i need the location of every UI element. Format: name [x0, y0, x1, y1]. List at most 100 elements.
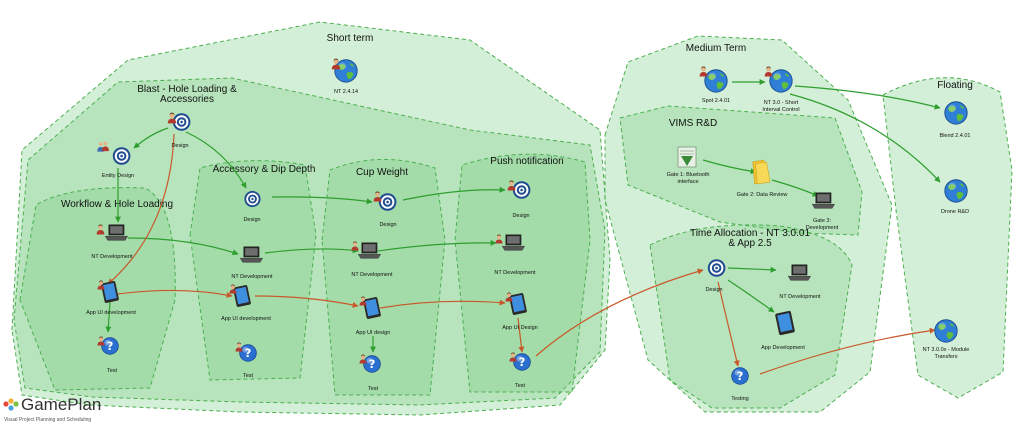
- help-icon: [731, 367, 749, 385]
- logo-name: GamePlan: [21, 395, 101, 414]
- node-label-gate3-line2: Development: [806, 225, 839, 231]
- node-label-acc-nt-dev: NT Development: [231, 274, 273, 280]
- globe-icon: [769, 69, 793, 93]
- target-icon: [244, 190, 261, 208]
- node-label-gate2: Gate 2: Data Review: [737, 192, 788, 198]
- node-label-gate1-line1: Gate 1: Bluetooth: [667, 172, 710, 178]
- laptop-icon: [787, 264, 811, 281]
- group-push: [454, 153, 591, 393]
- node-label-ta-design: Design: [705, 287, 722, 293]
- laptop-icon: [239, 246, 263, 263]
- edge-blast-to-entity: [133, 127, 169, 149]
- group-title-push: Push notification: [490, 156, 563, 167]
- group-title-accessory: Accessory & Dip Depth: [213, 164, 316, 175]
- node-label-wf-test: Test: [107, 368, 118, 374]
- node-label-cup-design: Design: [379, 222, 396, 228]
- group-title-blast-line1: Blast - Hole Loading &: [137, 84, 237, 95]
- edge-blast-to-acc-design: [185, 131, 247, 189]
- laptop-icon: [357, 242, 381, 259]
- node-label-nt30x-line2: Transfers: [934, 354, 957, 360]
- edge-ta-design-to-nt-dev: [727, 266, 777, 273]
- help-icon: [101, 337, 119, 355]
- group-title-vims: VIMS R&D: [669, 118, 717, 129]
- target-icon: [512, 181, 531, 199]
- node-label-spot: Spot 2.4.01: [702, 98, 730, 104]
- edge-nt30-to-blend: [794, 85, 941, 110]
- node-label-push-nt-dev: NT Development: [494, 270, 536, 276]
- group-title-workflow: Workflow & Hole Loading: [61, 199, 173, 210]
- group-blast: [13, 77, 606, 406]
- globe-icon: [944, 179, 968, 203]
- node-label-blend: Blend 2.4.01: [940, 133, 971, 139]
- node-label-entity-design: Entity Design: [102, 173, 134, 179]
- edge-acc-app-to-cup-app: [254, 295, 359, 308]
- edge-wf-app-to-acc-app: [117, 289, 233, 298]
- edge-gate2-to-gate3: [771, 179, 819, 197]
- logo-tagline: Visual Project Planning and Scheduling: [4, 417, 91, 423]
- target-icon: [707, 259, 726, 277]
- node-label-nt30-line1: NT 3.0 - Short: [764, 100, 799, 106]
- node-label-cup-test: Test: [368, 386, 379, 392]
- globe-icon: [944, 101, 968, 125]
- edge-acc-nt-to-cup-nt: [264, 247, 359, 254]
- node-label-wf-app-ui: App UI development: [86, 310, 136, 316]
- edge-blast-to-wf-app-ui: [107, 133, 175, 285]
- group-vims: [619, 105, 863, 236]
- group-time-allocation: [649, 224, 853, 409]
- document-icon: [677, 146, 697, 168]
- group-short-term: [11, 21, 611, 416]
- group-title-floating: Floating: [937, 80, 973, 91]
- laptop-icon: [811, 192, 835, 209]
- node-label-drone: Drone R&D: [941, 209, 969, 215]
- group-title-time-allocation-line1: Time Allocation - NT 3.0.01: [690, 228, 810, 239]
- node-label-ta-app-dev: App Development: [761, 345, 805, 351]
- globe-icon: [334, 59, 358, 83]
- edge-cup-design-to-push-design: [402, 186, 506, 201]
- globe-icon: [704, 69, 728, 93]
- group-medium-term: [604, 35, 893, 413]
- group-cup-weight: [321, 158, 446, 396]
- target-icon: [112, 147, 131, 165]
- node-label-ta-testing: Testing: [731, 396, 748, 402]
- edge-nt30-to-drone: [789, 93, 941, 183]
- edge-acc-design-to-cup-design: [271, 196, 373, 205]
- laptop-icon: [104, 224, 128, 241]
- group-accessory: [189, 160, 317, 381]
- edge-push-test-to-ta-design: [535, 268, 704, 357]
- node-label-push-test: Test: [515, 383, 526, 389]
- group-title-cup-weight: Cup Weight: [356, 167, 408, 178]
- edge-cup-nt-to-push-nt: [377, 239, 497, 252]
- node-label-wf-nt-dev: NT Development: [91, 254, 133, 260]
- edge-wf-app-to-test: [105, 301, 112, 333]
- group-title-short-term: Short term: [327, 33, 374, 44]
- help-icon: [513, 353, 531, 371]
- edge-ta-design-to-testing: [717, 281, 740, 367]
- gameplan-logo: GamePlan Visual Project Planning and Sch…: [3, 395, 101, 423]
- node-label-cup-nt-dev: NT Development: [351, 272, 393, 278]
- node-label-acc-test: Test: [243, 373, 254, 379]
- group-title-blast-line2: Accessories: [160, 94, 214, 105]
- node-label-nt30-line2: Interval Control: [762, 107, 799, 113]
- node-label-nt2414: NT 2.4.14: [334, 89, 358, 95]
- target-icon: [378, 193, 397, 211]
- node-label-gate3-line1: Gate 3:: [813, 218, 832, 224]
- edge-push-app-to-test: [517, 317, 525, 353]
- edge-ta-design-to-app-dev: [727, 279, 775, 313]
- edge-wf-nt-to-acc-nt: [127, 237, 239, 256]
- group-title-time-allocation-line2: & App 2.5: [728, 238, 772, 249]
- node-label-cup-app-ui: App UI design: [356, 330, 391, 336]
- help-icon: [363, 355, 381, 373]
- edge-gate1-to-gate2: [702, 159, 757, 175]
- edge-cup-app-to-push-app: [379, 299, 506, 309]
- node-label-nt30x-line1: NT 3.0.0x - Module: [923, 347, 970, 353]
- node-label-gate1-line2: interface: [677, 179, 698, 185]
- group-title-medium-term: Medium Term: [686, 43, 746, 54]
- node-label-ta-nt-dev: NT Development: [779, 294, 821, 300]
- node-label-blast-design: Design: [171, 143, 188, 149]
- help-icon: [239, 344, 257, 362]
- edge-testing-to-nt30x: [759, 327, 936, 375]
- node-label-acc-app-ui: App UI development: [221, 316, 271, 322]
- globe-icon: [934, 319, 958, 343]
- node-label-acc-design: Design: [243, 217, 260, 223]
